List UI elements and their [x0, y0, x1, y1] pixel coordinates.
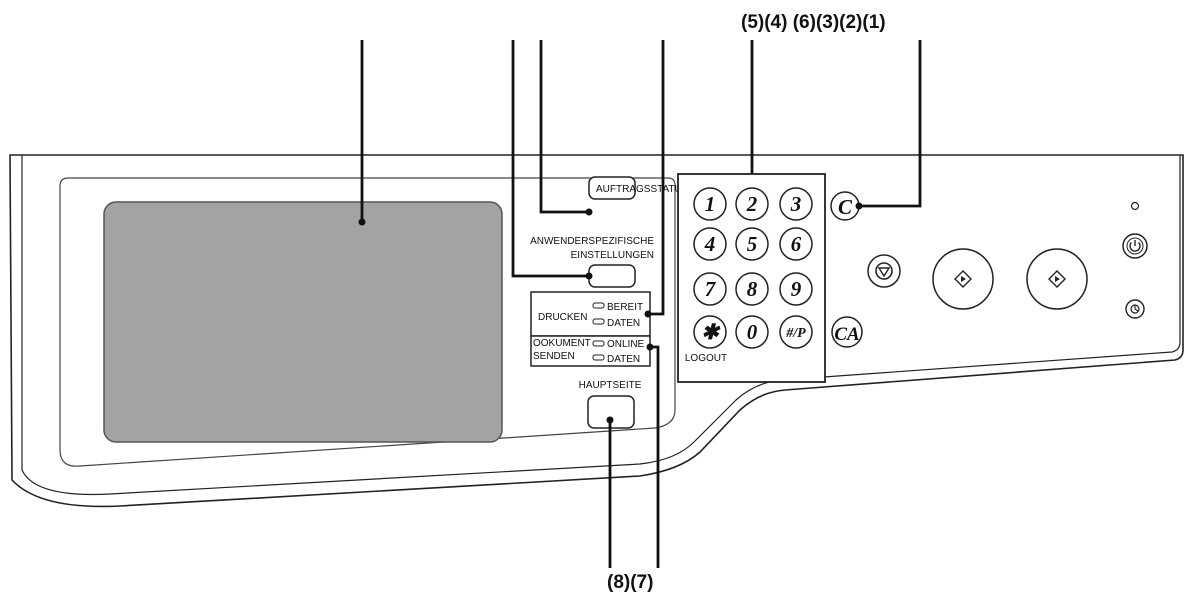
color-start-key[interactable]: [1026, 248, 1088, 310]
key-7-label: 7: [705, 277, 717, 301]
leader-custom-settings: [511, 40, 589, 278]
job-status-label: AUFTRAGSSTATUS: [596, 184, 689, 195]
numeric-keypad: 1 2 3 4 5 6 7 8 9 ✱ 0 #/P: [693, 187, 813, 349]
send-label-line1: OOKUMENT: [533, 338, 591, 349]
print-data-lamp: [592, 318, 605, 325]
callout-top-group: (5)(4) (6)(3)(2)(1): [741, 12, 886, 33]
send-label-line2: SENDEN: [533, 351, 575, 362]
key-0[interactable]: 0: [735, 315, 769, 349]
key-8[interactable]: 8: [735, 272, 769, 306]
key-8-label: 8: [747, 277, 758, 301]
print-ready-lamp: [592, 302, 605, 309]
send-data-label: DATEN: [607, 354, 640, 365]
power-save-icon: [1130, 304, 1140, 314]
key-hash-p-label: #/P: [785, 326, 806, 341]
stop-key[interactable]: [867, 254, 901, 288]
job-status-key[interactable]: [588, 176, 636, 200]
key-hash-p[interactable]: #/P: [779, 315, 813, 349]
key-3[interactable]: 3: [779, 187, 813, 221]
power-save-key[interactable]: [1125, 299, 1145, 319]
power-icon: [1129, 240, 1141, 252]
key-6-label: 6: [791, 232, 802, 256]
key-1[interactable]: 1: [693, 187, 727, 221]
leader-clear-key: [859, 40, 922, 208]
panel-outline-inner: [21, 155, 1181, 496]
print-indicator-box: [530, 291, 651, 337]
key-5[interactable]: 5: [735, 227, 769, 261]
key-6[interactable]: 6: [779, 227, 813, 261]
home-label: HAUPTSEITE: [579, 380, 642, 391]
leader-dots: [358, 202, 863, 424]
key-4-label: 4: [704, 232, 716, 256]
key-logout-label: ✱: [701, 320, 721, 344]
send-online-label: ONLINE: [607, 339, 645, 350]
send-online-lamp: [592, 340, 605, 347]
print-ready-label: BEREIT: [607, 302, 643, 313]
leader-job-status: [539, 40, 589, 214]
start-icon: [1048, 270, 1066, 288]
key-4[interactable]: 4: [693, 227, 727, 261]
key-2[interactable]: 2: [735, 187, 769, 221]
clear-all-key[interactable]: [831, 316, 863, 348]
print-label: DRUCKEN: [538, 312, 587, 323]
start-icon: [954, 270, 972, 288]
custom-settings-key[interactable]: [588, 264, 636, 288]
key-9-label: 9: [791, 277, 802, 301]
key-logout[interactable]: ✱: [693, 315, 727, 349]
black-white-start-key[interactable]: [932, 248, 994, 310]
custom-settings-label-line2: EINSTELLUNGEN: [571, 250, 654, 261]
key-9[interactable]: 9: [779, 272, 813, 306]
callout-bottom-group: (8)(7): [607, 572, 653, 593]
leader-print-indicator: [648, 40, 665, 316]
clear-all-key-label: CA: [834, 324, 859, 345]
touch-panel-display[interactable]: [103, 201, 503, 443]
key-5-label: 5: [747, 232, 758, 256]
key-7[interactable]: 7: [693, 272, 727, 306]
key-3-label: 3: [790, 192, 802, 216]
custom-settings-label-line1: ANWENDERSPEZIFISCHE: [530, 236, 654, 247]
send-data-lamp: [592, 354, 605, 361]
clear-key-label: C: [838, 195, 853, 219]
print-data-label: DATEN: [607, 318, 640, 329]
key-1-label: 1: [705, 192, 716, 216]
key-2-label: 2: [746, 192, 758, 216]
key-0-label: 0: [747, 320, 758, 344]
panel-outline-outer: [9, 154, 1184, 508]
main-power-lamp: [1130, 201, 1140, 211]
send-indicator-box: [530, 335, 651, 367]
stop-icon: [875, 262, 893, 280]
power-key[interactable]: [1122, 233, 1148, 259]
logout-label: LOGOUT: [685, 353, 727, 364]
